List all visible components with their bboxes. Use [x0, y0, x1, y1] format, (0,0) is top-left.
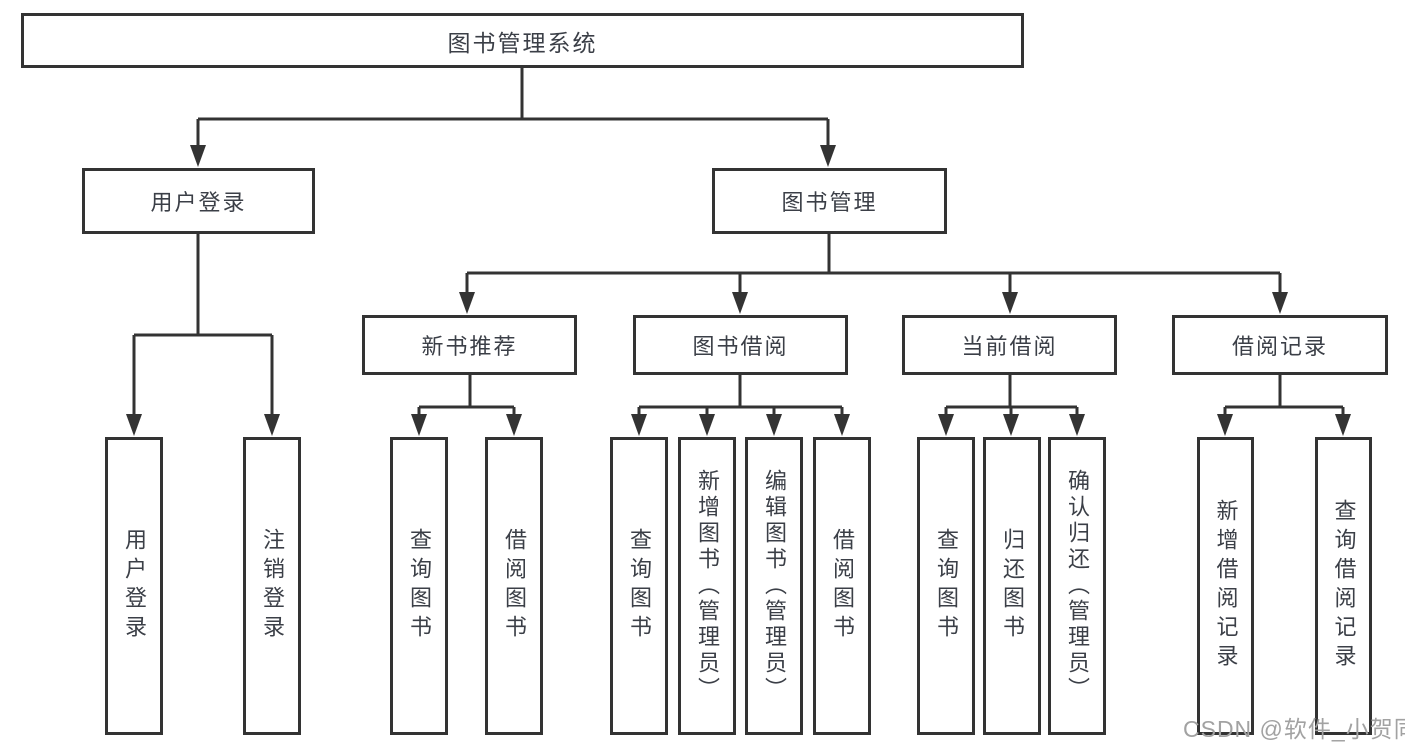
leaf-query-book-recommend: 查询图书: [390, 437, 448, 735]
leaf-query-book-current: 查询图书: [917, 437, 975, 735]
leaf-return-book: 归还图书: [983, 437, 1041, 735]
leaf-label: 编辑图书（管理员）: [762, 469, 787, 703]
leaf-logout: 注销登录: [243, 437, 301, 735]
node-new-book-recommend: 新书推荐: [362, 315, 577, 375]
leaf-label: 查询图书: [934, 528, 959, 644]
node-book-management: 图书管理: [712, 168, 947, 234]
leaf-add-book-admin: 新增图书（管理员）: [678, 437, 736, 735]
leaf-label: 查询借阅记录: [1331, 499, 1357, 673]
leaf-user-login: 用户登录: [105, 437, 163, 735]
leaf-label: 借阅图书: [502, 528, 527, 644]
connector-paths: [132, 66, 1345, 420]
leaf-label: 归还图书: [1000, 528, 1025, 644]
leaf-label: 确认归还（管理员）: [1065, 469, 1090, 703]
leaf-label: 注销登录: [260, 528, 285, 644]
leaf-edit-book-admin: 编辑图书（管理员）: [745, 437, 803, 735]
leaf-label: 用户登录: [122, 528, 147, 644]
leaf-label: 查询图书: [407, 528, 432, 644]
leaf-label: 新增图书（管理员）: [695, 469, 720, 703]
csdn-watermark: CSDN @软件_小贺同学: [1183, 716, 1405, 742]
leaf-query-book-borrow: 查询图书: [610, 437, 668, 735]
arrowhead-icons: [126, 145, 1351, 436]
node-user-login: 用户登录: [82, 168, 315, 234]
node-root-library-management-system: 图书管理系统: [21, 13, 1024, 68]
leaf-confirm-return-admin: 确认归还（管理员）: [1048, 437, 1106, 735]
leaf-label: 借阅图书: [830, 528, 855, 644]
leaf-borrow-book: 借阅图书: [813, 437, 871, 735]
leaf-add-borrow-record: 新增借阅记录: [1197, 437, 1254, 735]
leaf-borrow-book-recommend: 借阅图书: [485, 437, 543, 735]
leaf-label: 新增借阅记录: [1213, 499, 1239, 673]
leaf-label: 查询图书: [627, 528, 652, 644]
node-book-borrow: 图书借阅: [633, 315, 848, 375]
leaf-query-borrow-record: 查询借阅记录: [1315, 437, 1372, 735]
node-current-borrow: 当前借阅: [902, 315, 1117, 375]
node-borrow-records: 借阅记录: [1172, 315, 1388, 375]
